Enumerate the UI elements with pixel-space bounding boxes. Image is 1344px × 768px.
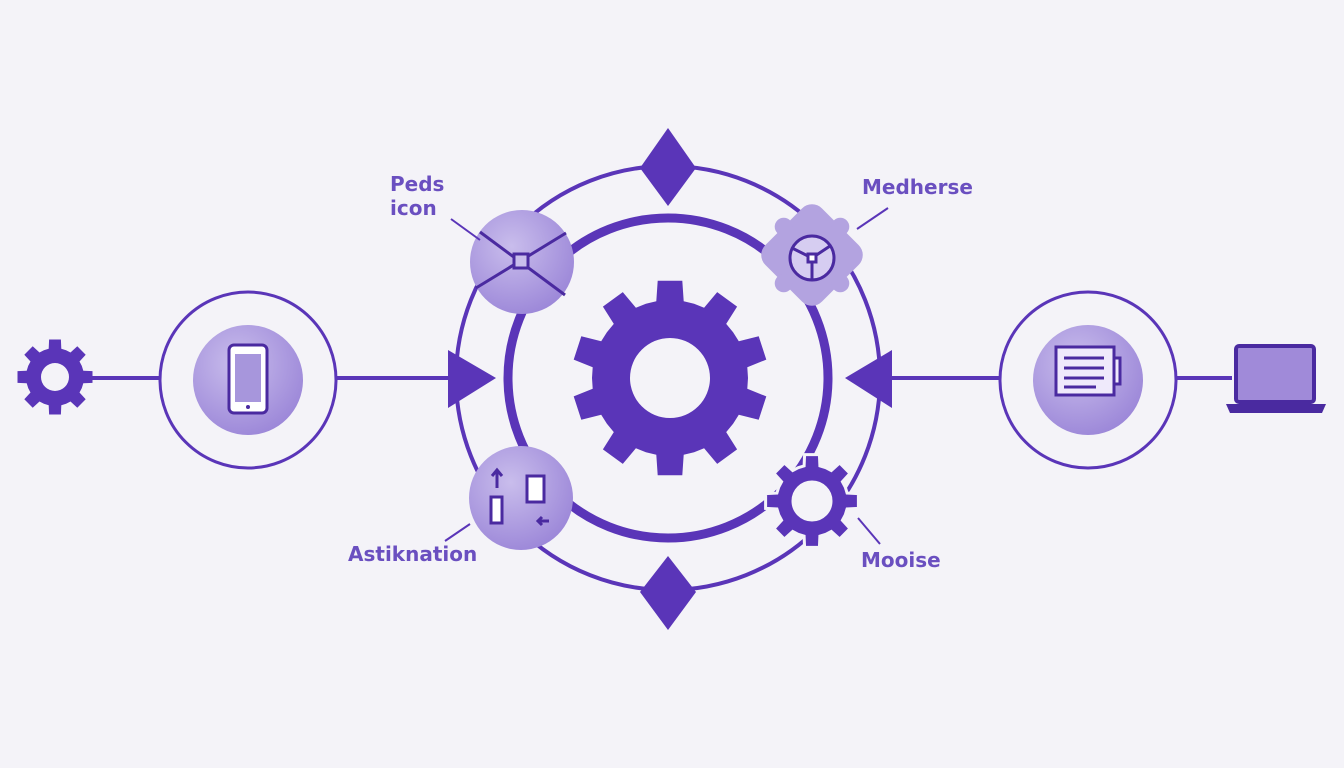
astiknation-node[interactable] xyxy=(469,446,573,550)
medherse-pointer xyxy=(856,207,889,230)
bottom-diamond-icon xyxy=(640,556,696,630)
transfer-icon xyxy=(489,467,549,527)
smartphone-icon xyxy=(227,343,269,415)
mooise-pointer xyxy=(857,517,881,545)
astiknation-label: Astiknation xyxy=(348,542,478,566)
inner-ring xyxy=(503,213,833,543)
cross-icon xyxy=(475,230,567,297)
mooise-label: Mooise xyxy=(861,548,941,572)
peds-label-line2: icon xyxy=(390,196,437,220)
laptop-icon[interactable] xyxy=(1226,344,1326,413)
central-gear-icon xyxy=(573,280,767,476)
document-icon xyxy=(1054,345,1122,397)
peds-label: Peds icon xyxy=(390,172,444,220)
document-node-ring xyxy=(998,290,1178,470)
astiknation-pointer xyxy=(444,523,471,542)
left-gear-icon[interactable] xyxy=(17,339,93,415)
peds-pointer xyxy=(450,218,481,241)
left-arrow-icon xyxy=(845,350,892,408)
mooise-gear-icon[interactable] xyxy=(764,453,860,549)
cube-icon xyxy=(788,234,836,282)
top-diamond-icon xyxy=(640,128,696,206)
right-arrow-icon xyxy=(448,350,496,408)
peds-label-line1: Peds xyxy=(390,172,445,196)
phone-node-ring xyxy=(158,290,338,470)
medherse-label: Medherse xyxy=(862,175,973,199)
